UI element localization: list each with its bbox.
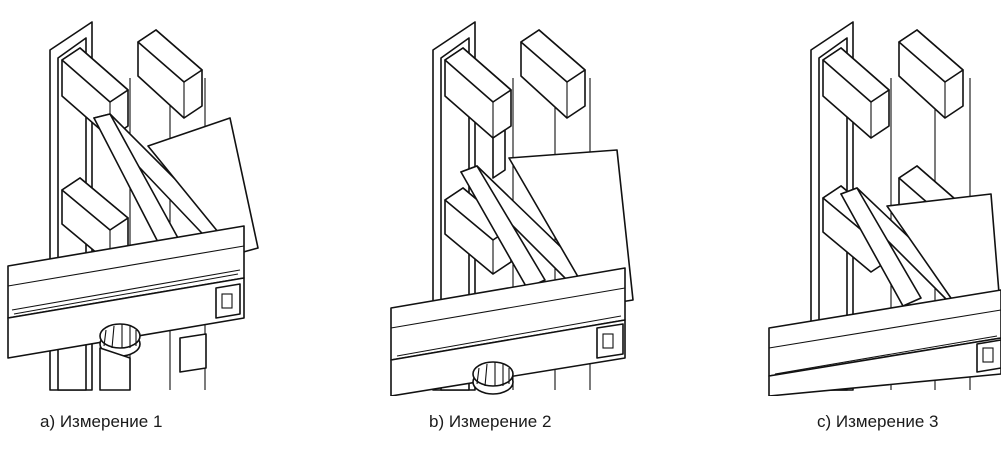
figure-b: b) Измерение 2 — [385, 0, 685, 451]
caption-c: c) Измерение 3 — [817, 412, 939, 431]
caption-b: b) Измерение 2 — [429, 412, 552, 431]
figure-c: c) Измерение 3 — [765, 0, 1001, 451]
figure-c-drawing — [768, 21, 1001, 396]
figure-a: a) Измерение 1 — [0, 0, 300, 451]
figure-a-drawing — [7, 21, 259, 391]
figure-b-drawing — [390, 21, 634, 396]
caption-a: a) Измерение 1 — [40, 412, 163, 431]
